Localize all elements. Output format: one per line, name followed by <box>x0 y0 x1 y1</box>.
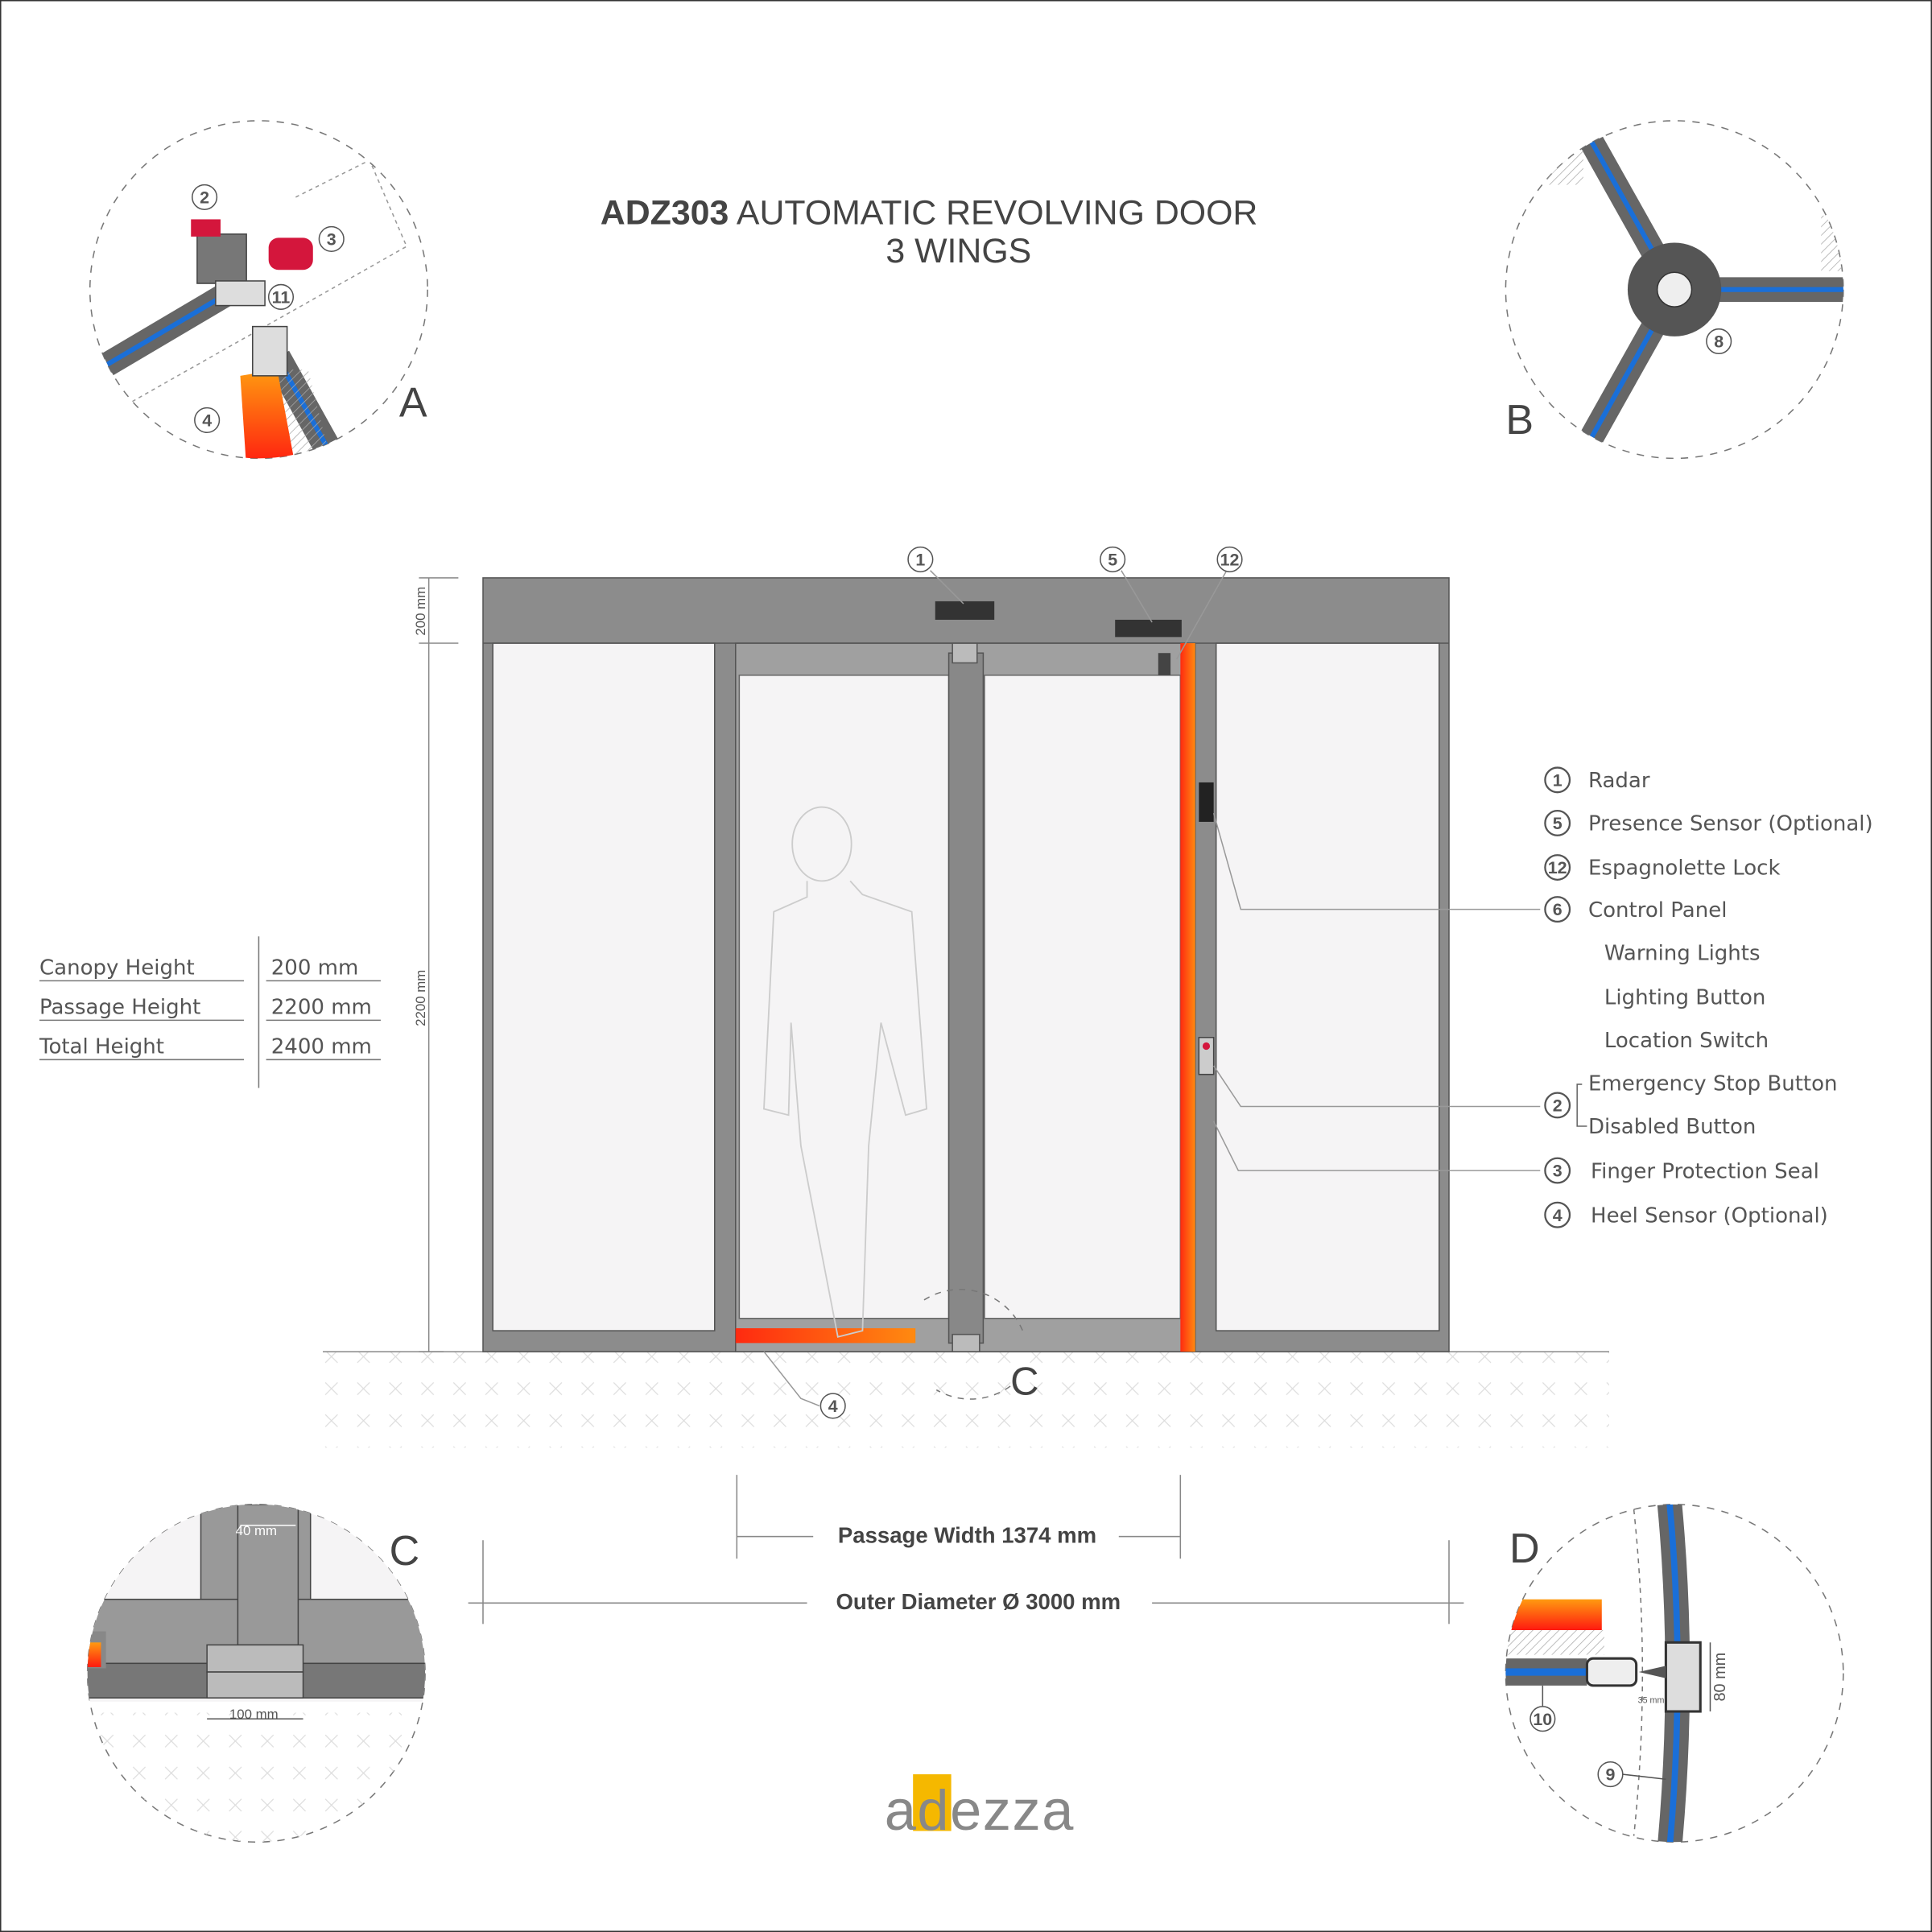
legend-label: Finger Protection Seal <box>1591 1159 1819 1183</box>
passage-width-label: Passage Width 1374 mm <box>838 1522 1096 1547</box>
canopy-dimension: 200 mm <box>413 587 428 636</box>
svg-text:12: 12 <box>1548 858 1567 877</box>
legend-label: Lighting Button <box>1604 985 1766 1009</box>
svg-text:1: 1 <box>915 551 925 570</box>
svg-text:8: 8 <box>1714 332 1724 352</box>
outer-diameter-label: Outer Diameter Ø 3000 mm <box>836 1589 1121 1614</box>
legend-item: Location Switch <box>1604 1029 1769 1053</box>
legend-label: Disabled Button <box>1588 1115 1756 1139</box>
svg-text:35 mm: 35 mm <box>1638 1695 1665 1705</box>
legend-item: 12 Espagnolette Lock <box>1544 854 1781 881</box>
presence-sensor <box>1115 619 1182 638</box>
legend-bracket <box>1576 1084 1587 1127</box>
callout-number-icon <box>1544 1157 1571 1184</box>
callout-number-icon <box>1544 766 1571 794</box>
legend-item: Lighting Button <box>1604 985 1766 1009</box>
svg-text:1: 1 <box>1553 771 1563 791</box>
legend-label: Presence Sensor (Optional) <box>1588 812 1873 836</box>
height-value: 2200 mm <box>271 996 372 1020</box>
height-value: 2400 mm <box>271 1035 372 1059</box>
heel-sensor <box>735 1328 916 1344</box>
detail-d-label: D <box>1509 1525 1540 1572</box>
height-value: 200 mm <box>271 956 359 980</box>
detail-b-label: B <box>1505 397 1534 444</box>
legend-item: Warning Lights <box>1604 941 1761 965</box>
legend-label: Warning Lights <box>1604 941 1761 965</box>
passage-dimension: 2200 mm <box>413 970 428 1026</box>
svg-text:12: 12 <box>1220 551 1240 570</box>
legend-label: Radar <box>1588 769 1650 793</box>
height-label: Total Height <box>39 1035 164 1059</box>
svg-text:9: 9 <box>1606 1765 1616 1785</box>
page-title: ADZ303 AUTOMATIC REVOLVING DOOR <box>601 194 1258 233</box>
page-subtitle: 3 WINGS <box>886 232 1031 270</box>
height-label: Passage Height <box>39 996 200 1020</box>
legend-label: Control Panel <box>1588 898 1728 923</box>
adezza-logo: adezza <box>885 1774 1075 1842</box>
svg-text:80 mm: 80 mm <box>1711 1653 1729 1702</box>
person-silhouette <box>763 806 927 1338</box>
espagnolette-lock <box>1158 653 1171 675</box>
svg-text:11: 11 <box>272 288 291 308</box>
legend-item: 1 Radar <box>1544 766 1650 794</box>
detail-a-label: A <box>399 379 427 426</box>
legend-item: Disabled Button <box>1588 1115 1756 1139</box>
callout-number-icon <box>1544 854 1571 881</box>
callout-number-icon <box>1544 1092 1571 1119</box>
legend-item: 3 Finger Protection Seal <box>1544 1157 1819 1184</box>
legend-label: Emergency Stop Button <box>1588 1072 1838 1096</box>
svg-text:3: 3 <box>1553 1162 1563 1181</box>
svg-text:40 mm: 40 mm <box>236 1523 277 1538</box>
detail-c-label: C <box>390 1528 420 1575</box>
legend-item: 6 Control Panel <box>1544 896 1728 923</box>
svg-text:4: 4 <box>202 411 212 431</box>
control-panel <box>1199 782 1214 822</box>
svg-text:adezza: adezza <box>885 1778 1075 1842</box>
legend-label: Location Switch <box>1604 1029 1769 1053</box>
svg-text:4: 4 <box>1553 1206 1563 1225</box>
svg-text:2: 2 <box>1553 1096 1563 1116</box>
detail-d: 80 mm 35 mm D 10 9 <box>1505 1504 1844 1843</box>
door-elevation: 1 5 12 4 C 200 mm 2200 mm <box>323 546 1609 1448</box>
callout-number-icon <box>1544 809 1571 836</box>
legend-item: 5 Presence Sensor (Optional) <box>1544 809 1873 836</box>
height-label: Canopy Height <box>39 956 195 980</box>
svg-text:2: 2 <box>200 188 209 208</box>
detail-a: A 2 3 11 4 <box>89 120 428 460</box>
legend-label: Espagnolette Lock <box>1588 857 1781 881</box>
callout-number-icon <box>1544 1201 1571 1228</box>
legend-label: Heel Sensor (Optional) <box>1591 1203 1828 1228</box>
callout-number-icon <box>1544 896 1571 923</box>
svg-text:3: 3 <box>327 230 336 250</box>
svg-text:5: 5 <box>1553 814 1563 833</box>
radar <box>935 601 995 620</box>
svg-text:5: 5 <box>1108 551 1117 570</box>
detail-c-marker: C <box>1010 1360 1038 1404</box>
legend: 1 Radar 5 Presence Sensor (Optional) 12 Espag… <box>1544 766 1873 1228</box>
svg-text:100 mm: 100 mm <box>229 1707 279 1722</box>
detail-b: B 8 <box>1505 120 1844 460</box>
svg-text:4: 4 <box>828 1397 838 1416</box>
svg-text:6: 6 <box>1553 900 1563 919</box>
width-dimensions: Passage Width 1374 mm Outer Diameter Ø 3… <box>468 1475 1464 1624</box>
height-table: Canopy Height 200 mm Passage Height 2200 mm… <box>39 936 381 1088</box>
legend-item: 2 Emergency Stop Button <box>1544 1072 1838 1119</box>
emergency-stop-panel <box>1198 1037 1215 1075</box>
legend-item: 4 Heel Sensor (Optional) <box>1544 1201 1828 1228</box>
finger-protection-seal <box>1180 642 1195 1352</box>
detail-c: 40 mm 100 mm C <box>86 1504 426 1843</box>
svg-text:10: 10 <box>1533 1710 1552 1729</box>
